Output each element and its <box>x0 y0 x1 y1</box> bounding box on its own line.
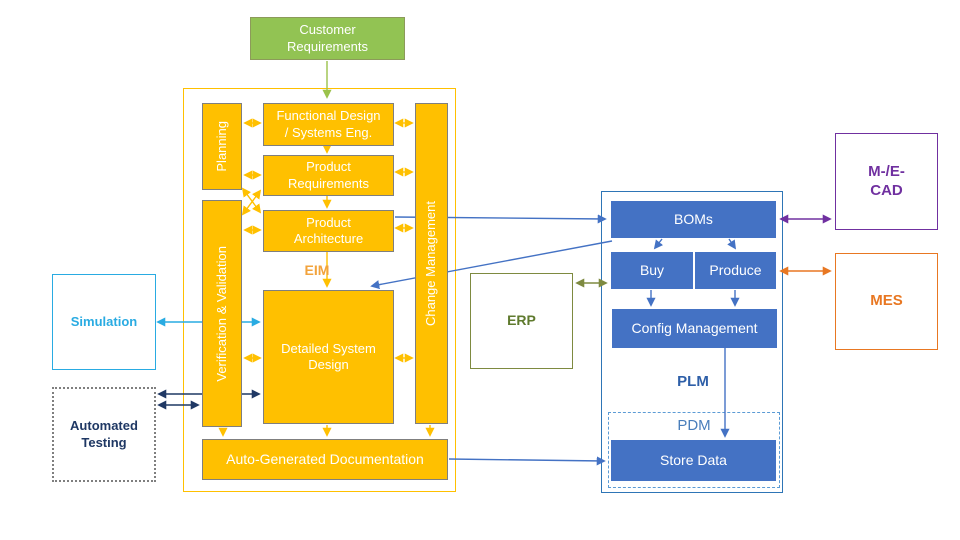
erp-label: ERP <box>507 312 536 329</box>
customer-requirements-label: Customer Requirements <box>287 22 368 54</box>
simulation-box: Simulation <box>52 274 156 370</box>
mes-box: MES <box>835 253 938 350</box>
plm-container <box>601 191 783 493</box>
config-management-label: Config Management <box>631 319 758 336</box>
store-data-label: Store Data <box>660 451 727 468</box>
buy-label: Buy <box>639 261 665 278</box>
product-architecture-box: Product Architecture <box>263 210 394 252</box>
mecad-line1: M-/E- <box>868 162 905 180</box>
change-management-box: Change Management <box>415 103 448 424</box>
produce-box: Produce <box>695 252 776 289</box>
automated-testing-label: Automated Testing <box>70 418 138 450</box>
pdm-label: PDM <box>677 417 711 434</box>
verification-validation-label: Verification & Validation <box>213 245 229 382</box>
arrow-autodoc-to-storedata <box>448 456 606 466</box>
auto-generated-documentation-box: Auto-Generated Documentation <box>202 439 448 480</box>
functional-design-line1: Functional Design <box>276 108 381 124</box>
product-requirements-box: Product Requirements <box>263 155 394 196</box>
engineering-container <box>183 88 456 492</box>
simulation-label: Simulation <box>70 313 138 329</box>
detailed-system-design-box: Detailed System Design <box>263 290 394 424</box>
functional-design-box: Functional Design / Systems Eng. <box>263 103 394 146</box>
mes-label: MES <box>870 292 903 310</box>
boms-label: BOMs <box>674 210 713 227</box>
erp-box: ERP <box>470 273 573 369</box>
mecad-label: M-/E- CAD <box>868 163 905 201</box>
plm-label: PLM <box>677 373 709 390</box>
produce-label: Produce <box>709 261 762 278</box>
product-requirements-label: Product Requirements <box>288 159 369 191</box>
auto-generated-documentation-label: Auto-Generated Documentation <box>226 450 424 467</box>
mecad-line2: CAD <box>870 181 903 199</box>
mecad-box: M-/E- CAD <box>835 133 938 230</box>
boms-box: BOMs <box>611 201 776 238</box>
eim-label: EIM <box>304 262 330 278</box>
automated-testing-box: Automated Testing <box>52 387 156 482</box>
planning-label: Planning <box>213 121 229 172</box>
customer-requirements-box: Customer Requirements <box>250 17 405 60</box>
planning-box: Planning <box>202 103 242 190</box>
detailed-system-design-label: Detailed System Design <box>281 340 376 372</box>
change-management-label: Change Management <box>423 200 439 327</box>
store-data-box: Store Data <box>611 440 776 481</box>
config-management-box: Config Management <box>612 309 777 348</box>
buy-box: Buy <box>611 252 693 289</box>
functional-design-label: Functional Design / Systems Eng. <box>276 108 380 141</box>
product-architecture-label: Product Architecture <box>293 214 364 246</box>
functional-design-line2: / Systems Eng. <box>284 124 373 140</box>
verification-validation-box: Verification & Validation <box>202 200 242 427</box>
pdm-container <box>608 412 780 488</box>
